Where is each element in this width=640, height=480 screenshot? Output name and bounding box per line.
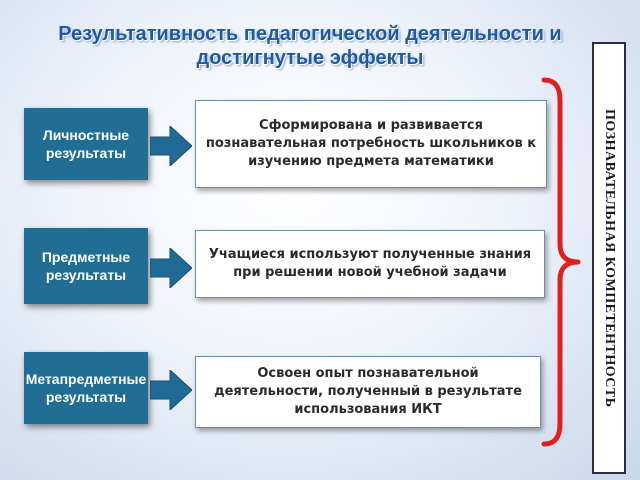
- metasubject-results-text: Освоен опыт познавательной деятельности,…: [214, 366, 522, 417]
- personal-results-text: Сформирована и развивается познавательна…: [205, 118, 537, 169]
- metasubject-results-description: Освоен опыт познавательной деятельности,…: [195, 356, 541, 428]
- personal-results-box: Личностные результаты: [24, 108, 148, 180]
- personal-results-label: Личностные результаты: [42, 127, 130, 161]
- arrow-right-icon: [150, 370, 192, 410]
- personal-results-description: Сформирована и развивается познавательна…: [195, 100, 547, 188]
- curly-brace-icon: [541, 77, 581, 447]
- competence-side-panel: ПОЗНАВАТЕЛЬНАЯ КОМПЕТЕНТНОСТЬ: [592, 42, 626, 474]
- title-line-2: достигнутые эффекты: [196, 47, 424, 69]
- subject-results-text: Учащиеся используют полученные знания пр…: [208, 247, 532, 280]
- arrow-right-icon: [150, 248, 192, 288]
- metasubject-results-label: Метапредметные результаты: [25, 371, 147, 405]
- subject-results-description: Учащиеся используют полученные знания пр…: [195, 230, 545, 298]
- slide-title: Результативность педагогической деятельн…: [30, 22, 590, 70]
- subject-results-label: Предметные результаты: [41, 249, 131, 283]
- arrow-right-icon: [150, 126, 192, 166]
- title-line-1: Результативность педагогической деятельн…: [58, 23, 562, 45]
- metasubject-results-box: Метапредметные результаты: [24, 352, 148, 424]
- subject-results-box: Предметные результаты: [24, 228, 148, 304]
- competence-label: ПОЗНАВАТЕЛЬНАЯ КОМПЕТЕНТНОСТЬ: [602, 108, 617, 408]
